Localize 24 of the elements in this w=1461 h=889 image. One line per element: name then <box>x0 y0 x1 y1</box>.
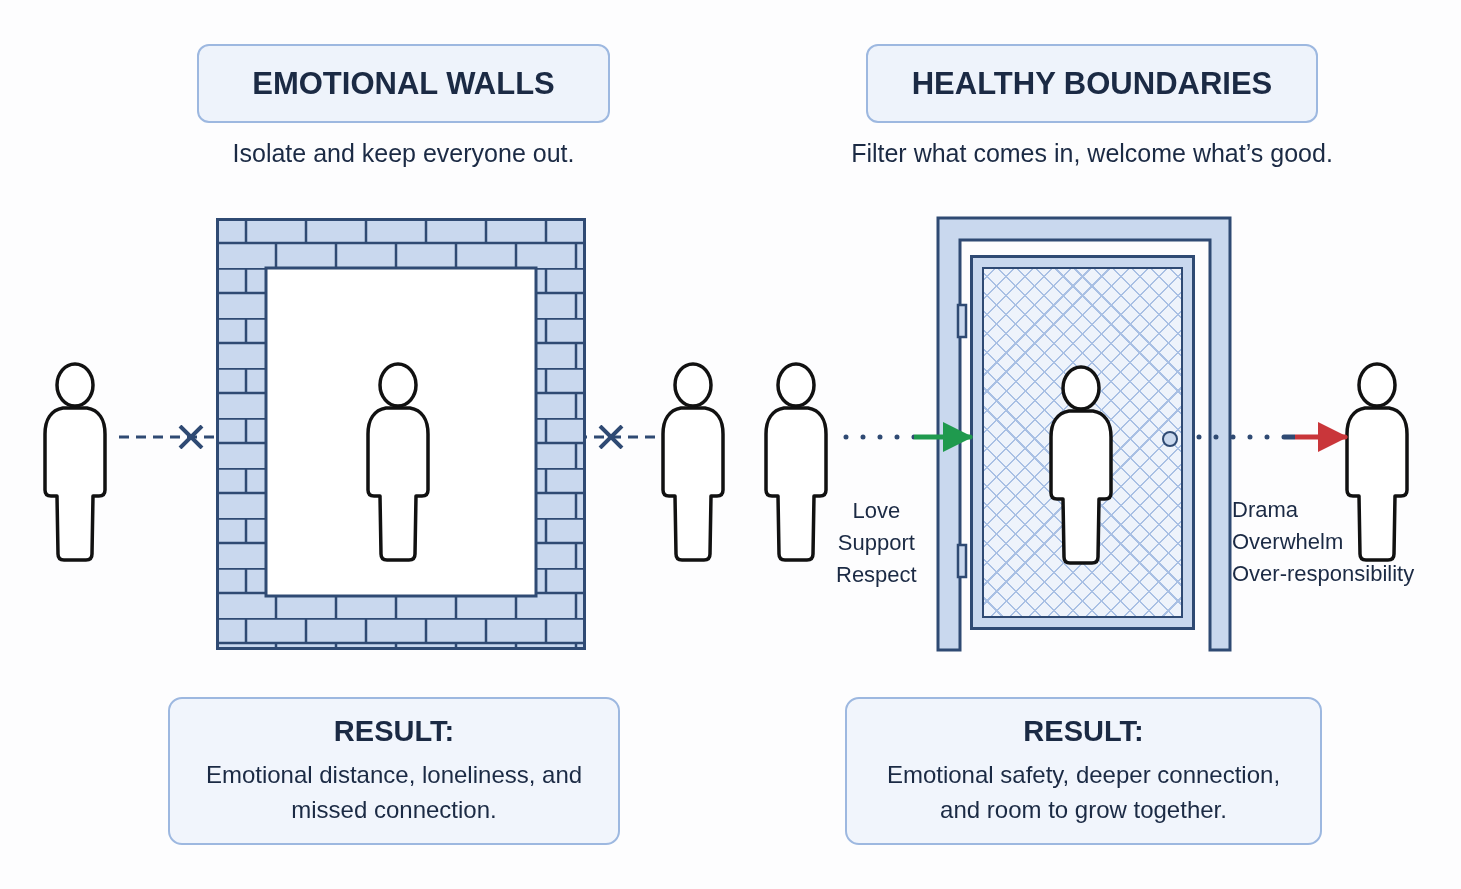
result-text: Emotional distance, loneliness, and missed connection. <box>204 759 584 825</box>
result-box <box>168 697 620 845</box>
heading-box: EMOTIONAL WALLS <box>197 44 610 123</box>
result-box <box>845 697 1322 845</box>
person-icon <box>1345 362 1409 562</box>
person-icon <box>366 362 430 562</box>
person-icon <box>1049 365 1113 565</box>
person-icon <box>43 362 107 562</box>
person-icon <box>764 362 828 562</box>
result-text: Emotional safety, deeper connection, and room to grow together. <box>885 759 1282 825</box>
subtitle: Isolate and keep everyone out. <box>231 139 576 168</box>
blocked-connector <box>119 424 216 450</box>
blocked-connector <box>586 424 655 450</box>
door-panel <box>970 255 1195 630</box>
brick-wall <box>216 218 586 650</box>
result-heading: RESULT: <box>333 714 455 748</box>
edge-label: Drama Overwhelm Over-responsibility <box>1232 496 1415 588</box>
arrow <box>843 422 973 452</box>
subtitle: Filter what comes in, welcome what’s good. <box>850 139 1334 168</box>
heading-box: HEALTHY BOUNDARIES <box>866 44 1318 123</box>
result-heading: RESULT: <box>1023 714 1144 748</box>
edge-label: Love Support Respect <box>836 497 917 589</box>
arrow <box>1196 422 1348 452</box>
person-icon <box>661 362 725 562</box>
